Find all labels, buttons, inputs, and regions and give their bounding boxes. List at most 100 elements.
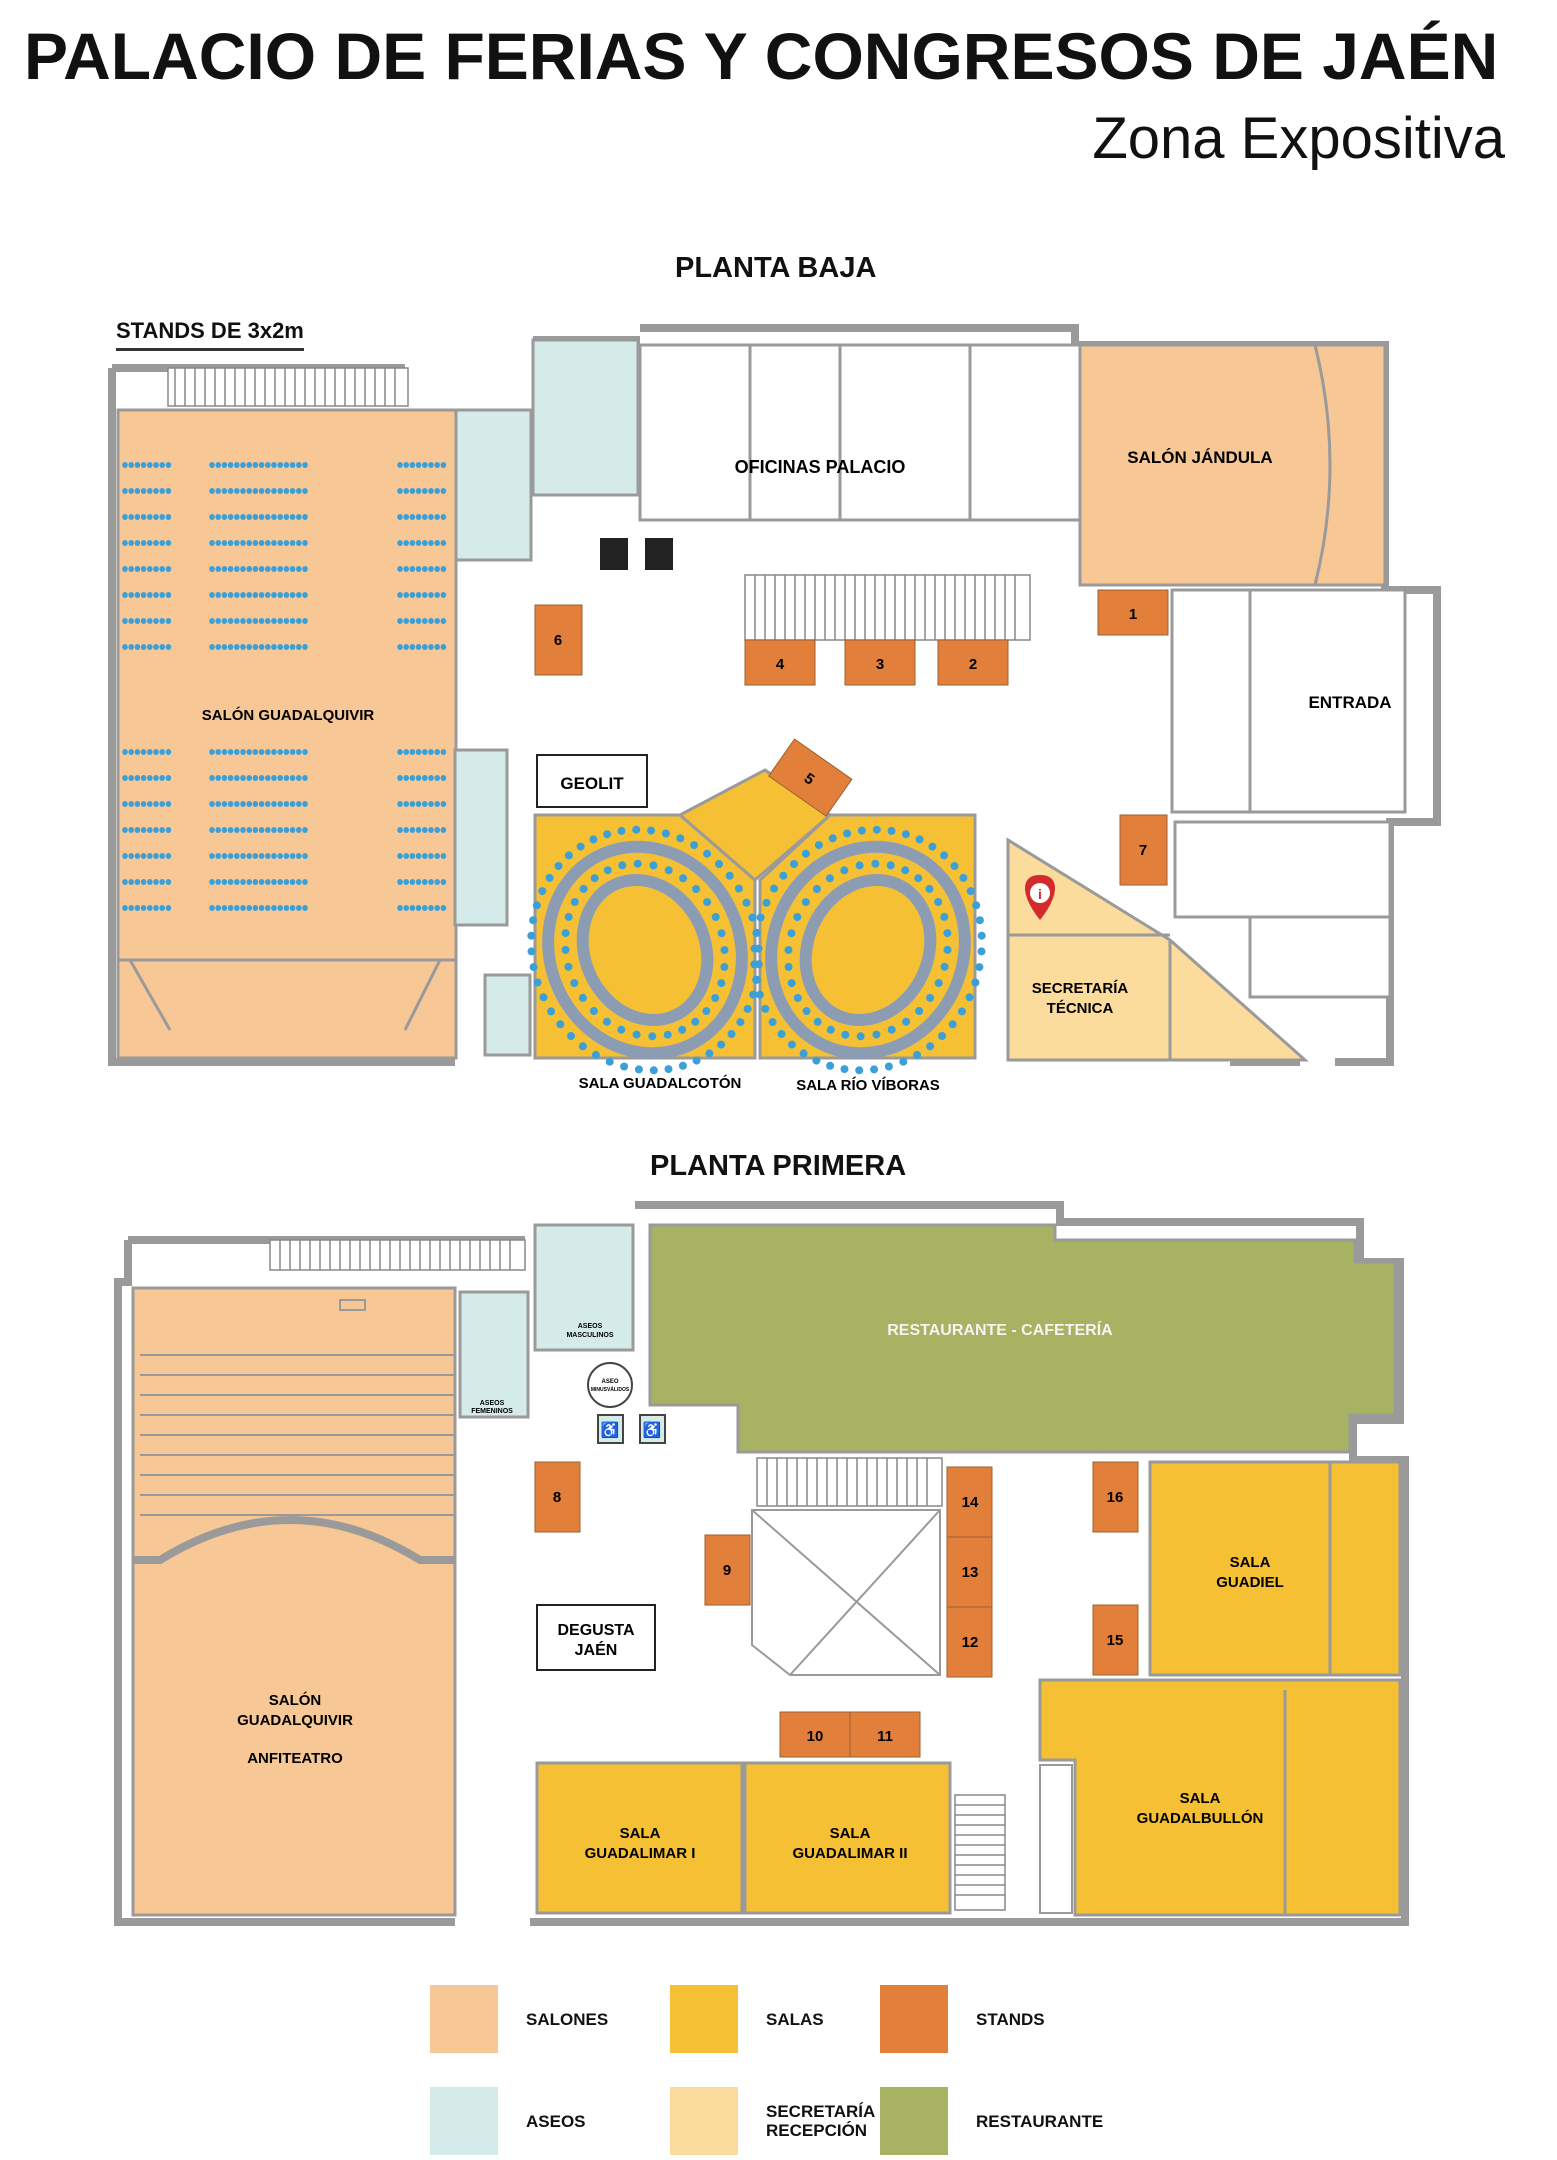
seat bbox=[434, 566, 441, 572]
seat bbox=[415, 905, 422, 911]
seat bbox=[147, 775, 153, 781]
guadalimar-2-label-2: GUADALIMAR II bbox=[793, 1845, 908, 1862]
seat bbox=[147, 879, 153, 885]
seat bbox=[153, 853, 159, 859]
seat bbox=[221, 905, 228, 911]
seat bbox=[159, 801, 165, 807]
seat bbox=[240, 801, 246, 807]
seat bbox=[234, 488, 240, 494]
seat bbox=[234, 462, 240, 468]
ring-seat bbox=[977, 947, 986, 956]
seat bbox=[440, 801, 447, 807]
restaurante-label: RESTAURANTE - CAFETERÍA bbox=[887, 1320, 1113, 1339]
salon-guadalquivir-pp-label-1: SALÓN bbox=[269, 1691, 322, 1709]
ring-seat bbox=[603, 830, 612, 839]
ring-seat bbox=[901, 830, 910, 839]
seat bbox=[283, 566, 290, 572]
ring-seat bbox=[702, 1007, 711, 1016]
stand-13[interactable]: 13 bbox=[946, 1536, 993, 1608]
seat bbox=[122, 514, 128, 520]
stand-7[interactable]: 7 bbox=[1119, 814, 1168, 886]
seat bbox=[134, 801, 141, 807]
seat bbox=[209, 618, 215, 624]
ring-seat bbox=[752, 975, 761, 984]
ring-seat bbox=[784, 962, 793, 971]
ring-seat bbox=[605, 1057, 614, 1066]
ring-seat bbox=[872, 825, 881, 834]
seat bbox=[128, 749, 134, 755]
seat bbox=[415, 827, 422, 833]
aseo-minus-label-2: MINUSVÁLIDOS bbox=[591, 1386, 630, 1393]
seat bbox=[434, 827, 441, 833]
seat bbox=[215, 566, 221, 572]
seat bbox=[296, 618, 302, 624]
seat bbox=[252, 853, 259, 859]
seat bbox=[409, 618, 416, 624]
seat bbox=[252, 827, 259, 833]
stand-5[interactable]: 5 bbox=[768, 738, 853, 817]
salon-jandula-label: SALÓN JÁNDULA bbox=[1127, 448, 1272, 467]
seat bbox=[147, 827, 153, 833]
seat bbox=[159, 514, 165, 520]
elevator-pp-1 bbox=[597, 1414, 624, 1444]
seat bbox=[271, 540, 277, 546]
stand-15[interactable]: 15 bbox=[1092, 1604, 1139, 1676]
ring-seat bbox=[547, 1007, 556, 1016]
stand-14[interactable]: 14 bbox=[946, 1466, 993, 1538]
seat bbox=[397, 775, 403, 781]
seat bbox=[134, 905, 141, 911]
seat bbox=[409, 853, 416, 859]
ring-seat bbox=[871, 859, 880, 868]
entrada-label: ENTRADA bbox=[1308, 693, 1391, 712]
degusta-jaen-booth bbox=[536, 1604, 656, 1671]
stand-8[interactable]: 8 bbox=[534, 1461, 581, 1533]
stand-10[interactable]: 10 bbox=[779, 1711, 851, 1758]
stand-2[interactable]: 2 bbox=[937, 639, 1009, 686]
seat bbox=[153, 540, 159, 546]
seat bbox=[227, 644, 234, 650]
seat bbox=[147, 749, 153, 755]
aseos-femeninos-label-2: FEMENINOS bbox=[471, 1408, 513, 1415]
seat bbox=[215, 749, 221, 755]
seat bbox=[302, 749, 308, 755]
stand-4[interactable]: 4 bbox=[744, 639, 816, 686]
seat bbox=[209, 462, 215, 468]
seat bbox=[240, 775, 246, 781]
seat bbox=[397, 618, 403, 624]
seat bbox=[240, 749, 246, 755]
stand-6[interactable]: 6 bbox=[534, 604, 583, 676]
oficinas-palacio-area bbox=[638, 343, 1082, 522]
ring-seat bbox=[618, 861, 627, 870]
stand-11[interactable]: 11 bbox=[849, 1711, 921, 1758]
seat bbox=[403, 775, 410, 781]
ring-seat bbox=[663, 1030, 672, 1039]
seat bbox=[403, 749, 410, 755]
seat bbox=[277, 905, 284, 911]
seat bbox=[422, 618, 428, 624]
seat bbox=[397, 488, 403, 494]
ring-seat bbox=[843, 829, 852, 838]
seat bbox=[265, 801, 271, 807]
seat bbox=[428, 540, 434, 546]
stand-1[interactable]: 1 bbox=[1097, 589, 1169, 636]
seat bbox=[409, 827, 416, 833]
seat bbox=[246, 879, 252, 885]
seat bbox=[165, 905, 172, 911]
seat bbox=[302, 905, 308, 911]
ring-seat bbox=[564, 912, 573, 921]
stand-12[interactable]: 12 bbox=[946, 1606, 993, 1678]
ring-seat bbox=[602, 1017, 611, 1026]
ring-seat bbox=[529, 916, 538, 925]
seat bbox=[227, 566, 234, 572]
ring-seat bbox=[959, 873, 968, 882]
stand-9[interactable]: 9 bbox=[704, 1534, 751, 1606]
seat bbox=[271, 514, 277, 520]
seat bbox=[415, 462, 422, 468]
ring-seat bbox=[925, 884, 934, 893]
ring-seat bbox=[799, 1049, 808, 1058]
seat bbox=[221, 749, 228, 755]
seat bbox=[159, 592, 165, 598]
stand-16[interactable]: 16 bbox=[1092, 1461, 1139, 1533]
stand-3[interactable]: 3 bbox=[844, 639, 916, 686]
secretaria-area bbox=[1006, 837, 1309, 1062]
